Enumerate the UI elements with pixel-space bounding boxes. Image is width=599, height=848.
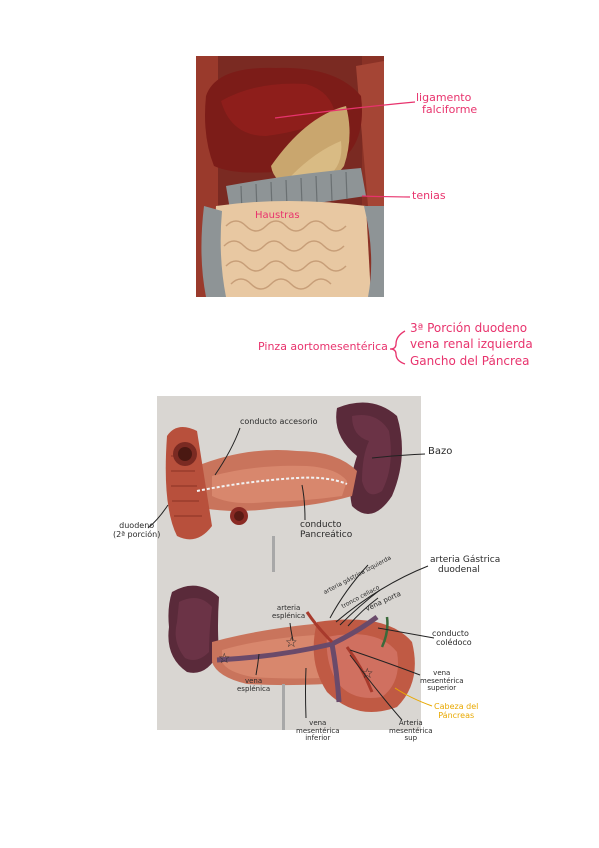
- label-conducto-pancreatico: conducto Pancreático: [300, 520, 353, 540]
- label-ligamento-falciforme: ligamento falciforme: [416, 91, 478, 117]
- label-vena-mesenterica-superior: vena mesentérica superior: [420, 669, 464, 693]
- label-arteria-esplenica: arteria esplénica: [272, 604, 306, 620]
- label-haustras: Haustras: [255, 210, 300, 221]
- label-vena-mesenterica-inferior: vena mesentérica inferior: [296, 719, 340, 743]
- star-marker-1: ☆: [218, 651, 231, 667]
- label-duodeno: duodeno (2ª porción): [113, 521, 161, 539]
- label-bazo: Bazo: [428, 446, 453, 457]
- label-pinza-aortomesenterica: Pinza aortomesentérica: [258, 340, 388, 353]
- label-cabeza-del-pancreas: Cabeza del Páncreas: [434, 702, 479, 720]
- label-tenias: tenias: [412, 189, 446, 202]
- pinza-item-1: 3ª Porción duodeno: [410, 321, 528, 335]
- abdomen-model-photo: [196, 56, 384, 297]
- label-conducto-coledoco: conducto colédoco: [432, 629, 472, 647]
- label-arteria-gastrica-duodenal: arteria Gástrica duodenal: [430, 555, 501, 575]
- pinza-item-2: vena renal izquierda: [410, 337, 533, 351]
- label-arteria-mesenterica-superior: Arteria mesentérica sup: [389, 719, 433, 743]
- pinza-item-3: Gancho del Páncrea: [410, 354, 530, 368]
- pancreas-model-photo-top: [157, 396, 421, 572]
- label-conducto-accesorio: conducto accesorio: [240, 417, 318, 426]
- star-marker-2: ☆: [285, 635, 298, 651]
- label-vena-esplenica: vena esplénica: [237, 677, 271, 693]
- star-marker-3: ☆: [361, 666, 374, 682]
